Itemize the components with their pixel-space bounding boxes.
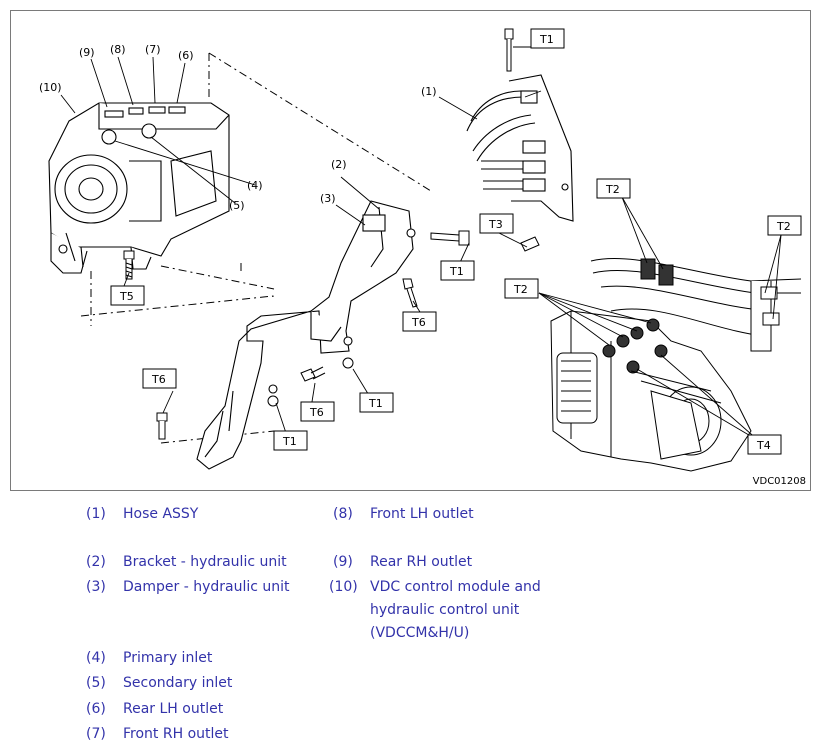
legend-number: (5) [86, 675, 106, 691]
torque-label: T2 [776, 220, 791, 233]
callout-2: (2) [331, 158, 347, 171]
torque-label: T2 [513, 283, 528, 296]
legend-number: (8) [333, 506, 353, 522]
torque-box-t1-top: T1 [530, 28, 565, 49]
torque-label: T1 [282, 435, 297, 448]
torque-label: T6 [309, 406, 324, 419]
callout-6: (6) [178, 49, 194, 62]
legend-item-10: (10) VDC control module and [329, 576, 541, 598]
torque-label: T6 [151, 373, 166, 386]
legend-label: Primary inlet [123, 650, 213, 666]
callout-5: (5) [229, 199, 245, 212]
bolts-drawing [156, 28, 540, 440]
legend-label: Secondary inlet [123, 675, 233, 691]
torque-box-t6-bottom: T6 [300, 401, 335, 422]
legend-item-3: (3) Damper - hydraulic unit [86, 576, 290, 598]
callout-8: (8) [110, 43, 126, 56]
torque-box-t2-upper: T2 [596, 178, 631, 199]
torque-label: T4 [756, 439, 771, 452]
callout-10: (10) [39, 81, 62, 94]
callout-3: (3) [320, 192, 336, 205]
torque-box-t4: T4 [747, 434, 782, 455]
torque-box-t1-bottom: T1 [273, 430, 308, 451]
callout-1: (1) [421, 85, 437, 98]
callout-7: (7) [145, 43, 161, 56]
legend-number: (9) [333, 554, 353, 570]
legend-label: Hose ASSY [123, 506, 199, 522]
torque-label: T1 [368, 397, 383, 410]
legend-number: (6) [86, 701, 106, 717]
legend-item-6: (6) Rear LH outlet [86, 698, 223, 720]
legend-label: Rear RH outlet [370, 554, 473, 570]
legend-item-5: (5) Secondary inlet [86, 672, 232, 694]
installed-assembly-drawing [550, 257, 802, 472]
figure-code: VDC01208 [752, 476, 806, 487]
legend-item-9: (9) Rear RH outlet [333, 551, 472, 573]
torque-box-t2-right: T2 [767, 215, 802, 236]
legend-number: (7) [86, 726, 106, 742]
legend-label: (VDCCM&H/U) [370, 625, 470, 641]
torque-label: T2 [605, 183, 620, 196]
legend-item-7: (7) Front RH outlet [86, 723, 229, 745]
torque-box-t6-middle: T6 [402, 311, 437, 332]
legend-label: VDC control module and [370, 579, 541, 595]
torque-label: T1 [539, 33, 554, 46]
bracket-drawing [196, 200, 416, 470]
torque-box-t1-middle: T1 [440, 260, 475, 281]
torque-box-t3: T3 [479, 213, 514, 234]
legend-label: Rear LH outlet [123, 701, 224, 717]
torque-box-t5: T5 [110, 285, 145, 306]
hydraulic-unit-drawing [48, 102, 230, 274]
legend-number: (1) [86, 506, 106, 522]
torque-box-t6-left: T6 [142, 368, 177, 389]
alignment-lines [80, 52, 432, 444]
torque-box-t1-lower-right: T1 [359, 392, 394, 413]
legend-label: hydraulic control unit [370, 602, 520, 618]
legend-number: (3) [86, 579, 106, 595]
torque-label: T5 [119, 290, 134, 303]
exploded-diagram: (9) (8) (7) (6) (10) (4) (5) (1) (2) (3)… [39, 28, 802, 472]
legend-number: (2) [86, 554, 106, 570]
legend-label: Front RH outlet [123, 726, 229, 742]
hose-assy-drawing [466, 74, 574, 222]
torque-label: T1 [449, 265, 464, 278]
callout-4: (4) [247, 179, 263, 192]
legend-label: Front LH outlet [370, 506, 474, 522]
exploded-view-figure: (9) (8) (7) (6) (10) (4) (5) (1) (2) (3)… [10, 10, 811, 491]
legend-number: (4) [86, 650, 106, 666]
legend-label: Bracket - hydraulic unit [123, 554, 287, 570]
torque-label: T6 [411, 316, 426, 329]
callout-9: (9) [79, 46, 95, 59]
legend-item-8: (8) Front LH outlet [333, 503, 474, 525]
bolt-t5-drawing [123, 250, 135, 280]
legend-item-1: (1) Hose ASSY [86, 503, 198, 525]
legend-label: Damper - hydraulic unit [123, 579, 290, 595]
torque-box-t2-lower: T2 [504, 278, 539, 299]
legend-number: (10) [329, 579, 358, 595]
torque-label: T3 [488, 218, 503, 231]
legend-item-4: (4) Primary inlet [86, 647, 212, 669]
legend-item-2: (2) Bracket - hydraulic unit [86, 551, 287, 573]
